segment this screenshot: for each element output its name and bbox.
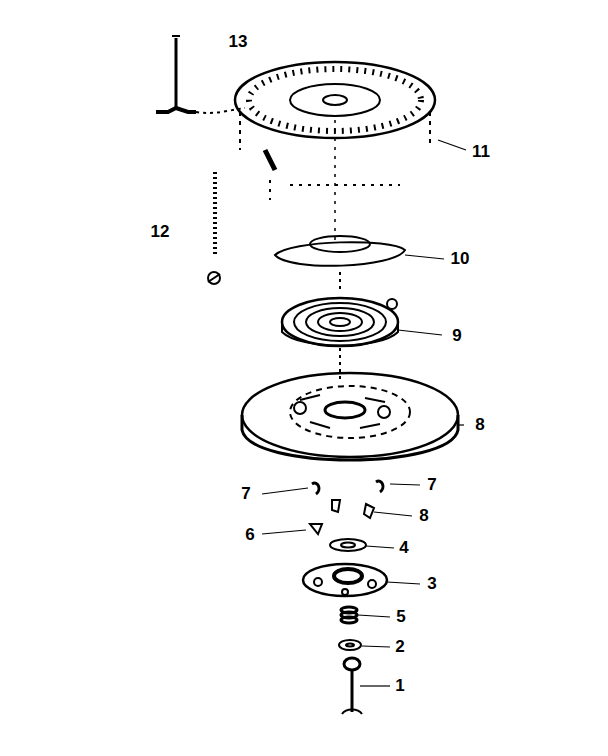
callout-number: 2	[395, 637, 404, 657]
housing	[235, 62, 435, 240]
callout-number: 7	[427, 475, 436, 495]
plate	[275, 236, 405, 292]
small-spring	[341, 607, 357, 623]
hub-plate	[303, 564, 387, 596]
callout-number: 8	[475, 415, 484, 435]
recoil-spring	[282, 298, 398, 380]
pawls-springs	[310, 481, 383, 534]
callout-number: 10	[451, 249, 470, 269]
callout-number: 1	[395, 676, 404, 696]
washer-small	[339, 640, 361, 650]
bolt	[342, 658, 362, 714]
callout-number: 3	[427, 574, 436, 594]
callout-number: 13	[229, 32, 248, 52]
leader-lines	[262, 140, 466, 686]
callout-number: 9	[452, 326, 461, 346]
callout-number: 11	[472, 142, 490, 162]
callout-number: 4	[399, 538, 408, 558]
washer	[330, 539, 366, 551]
pulley	[242, 373, 458, 460]
rope-spring	[208, 172, 220, 284]
callout-number: 12	[151, 222, 170, 242]
callout-number: 7	[241, 484, 250, 504]
callout-number: 6	[245, 525, 254, 545]
callout-number: 8	[419, 506, 428, 526]
callout-number: 5	[396, 607, 405, 627]
